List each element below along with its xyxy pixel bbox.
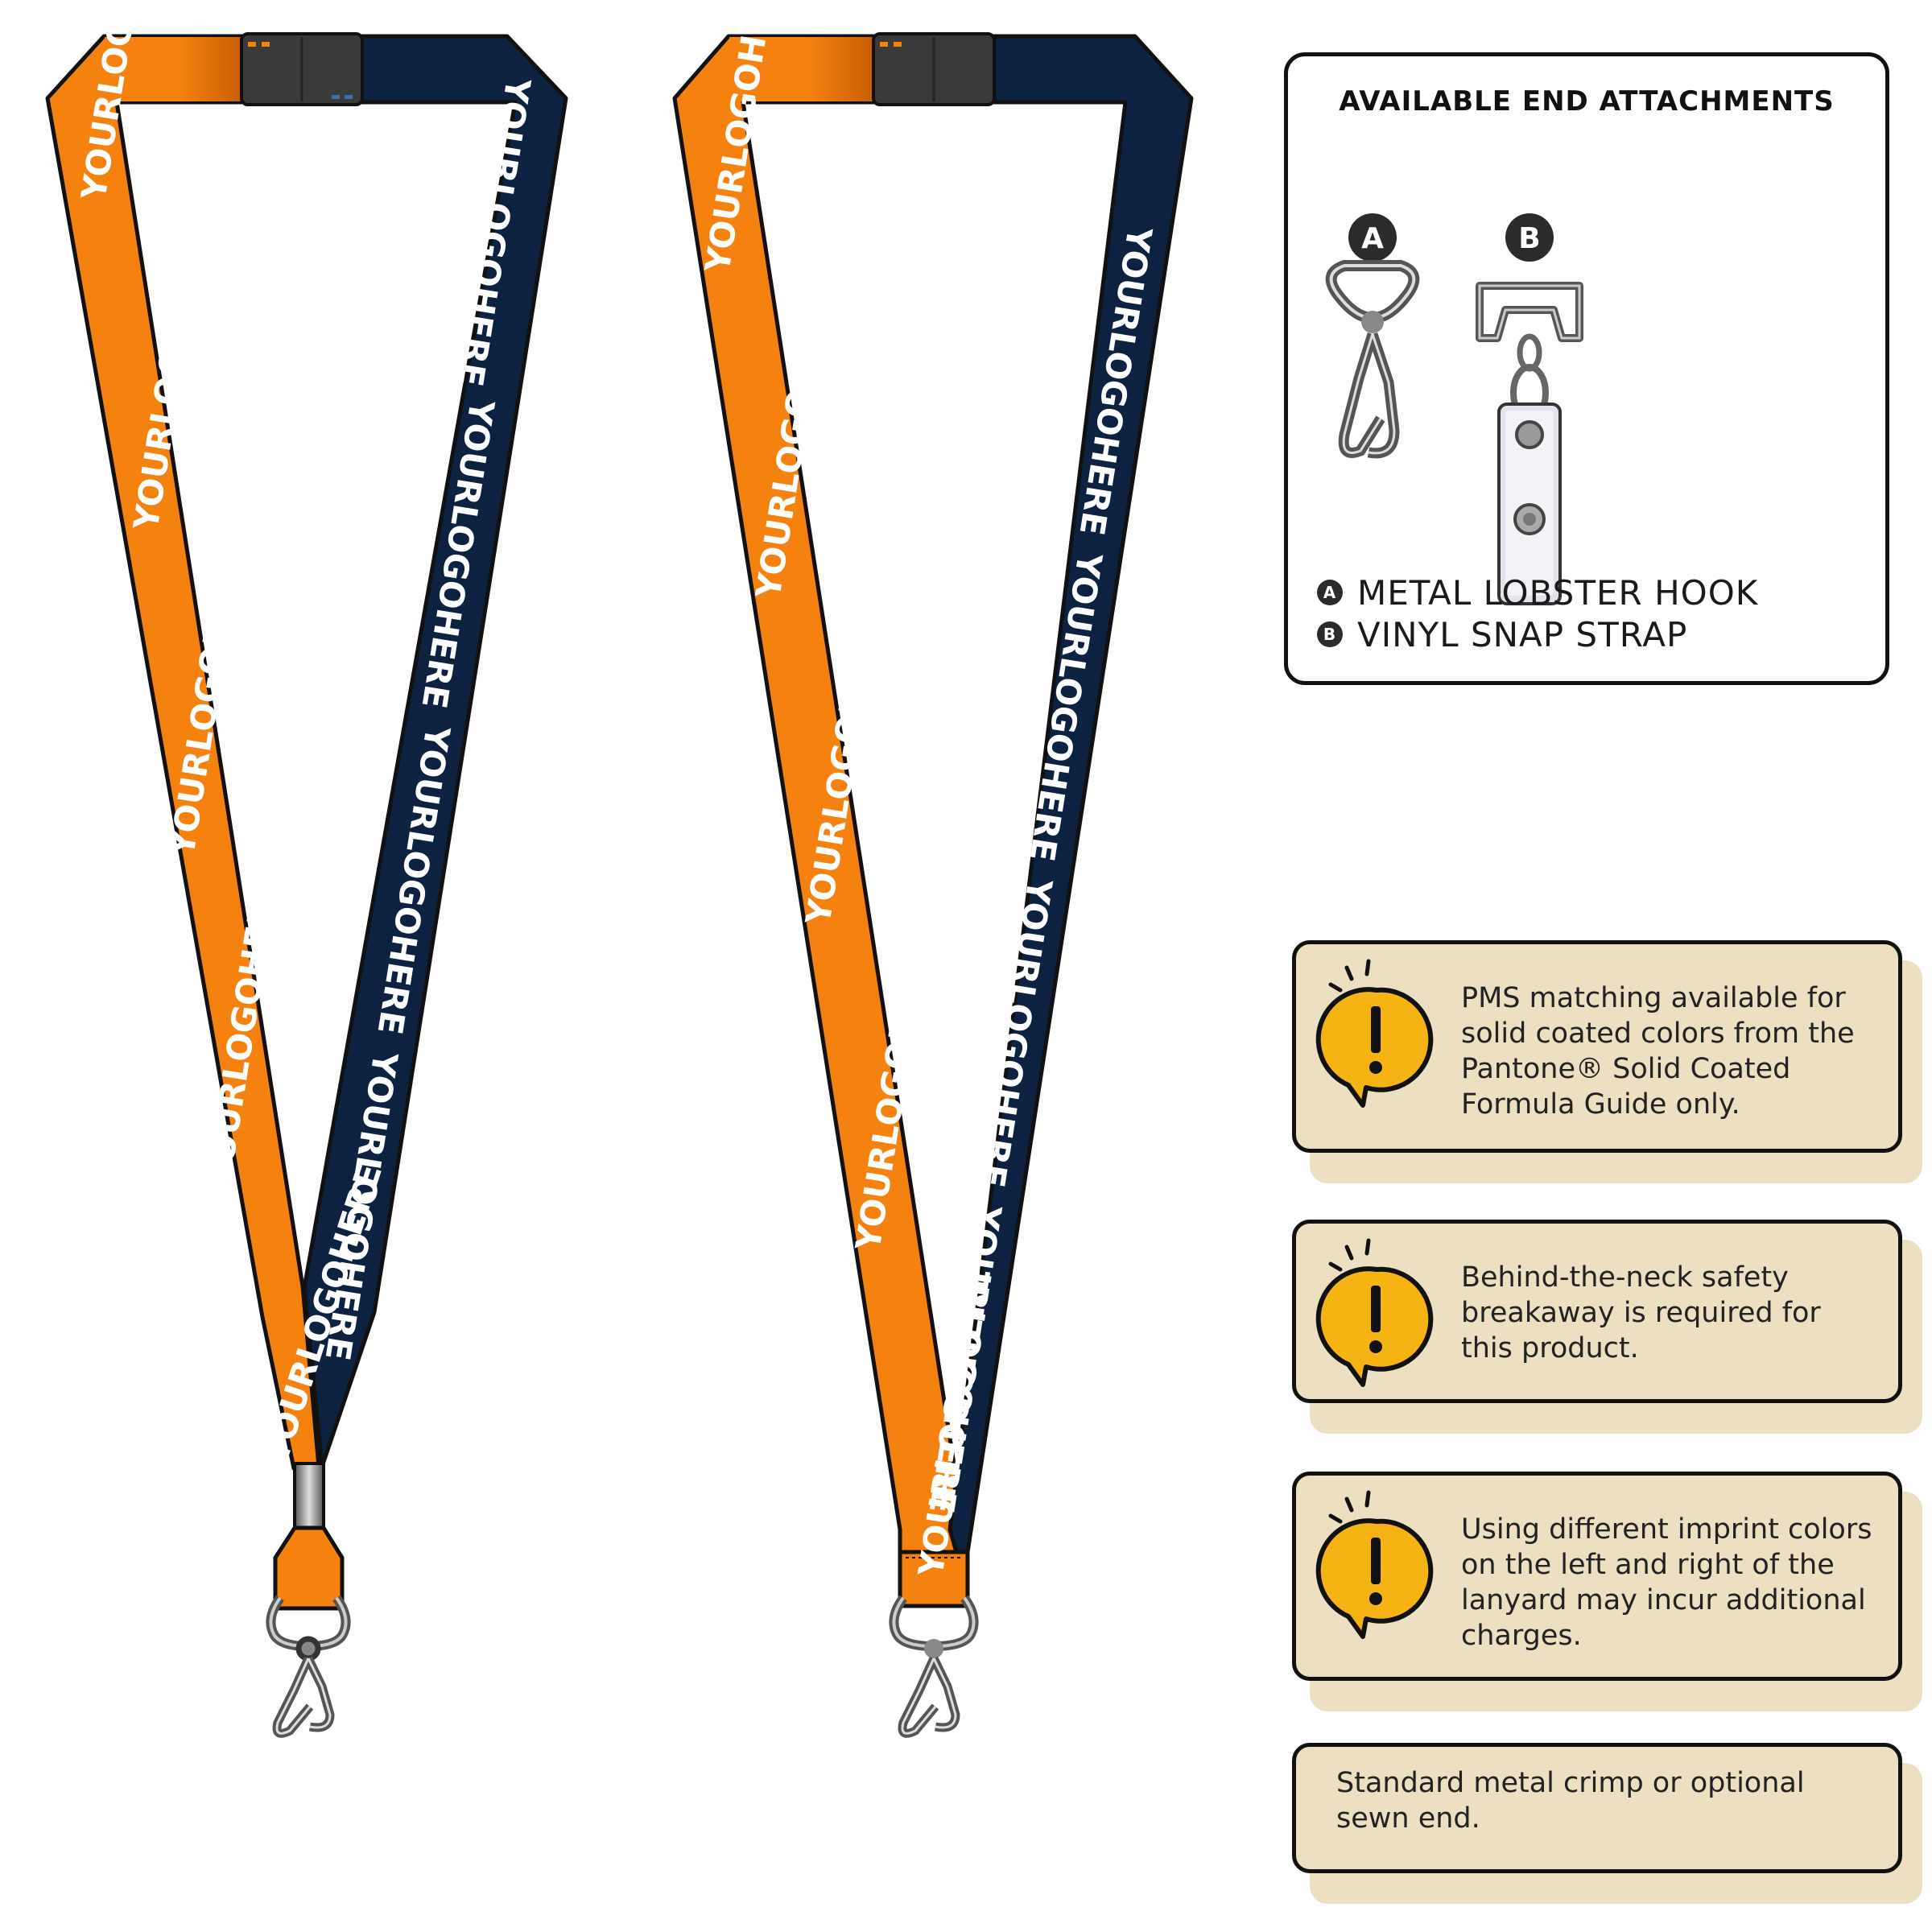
- note-pms: PMS matching available for solid coated …: [1292, 940, 1922, 1183]
- svg-text:B: B: [1518, 222, 1540, 255]
- note-text: Using different imprint colors on the le…: [1461, 1513, 1872, 1652]
- lanyard-sewn-end: YOURLOGOHERE YOURLOGOHERE YOURLOGOHERE Y…: [672, 0, 1194, 1738]
- vinyl-snap-strap-icon: [1476, 282, 1583, 605]
- alert-icon: [1315, 959, 1434, 1108]
- attachments-panel: AVAILABLE END ATTACHMENTS A B: [1284, 52, 1889, 685]
- lanyard-illustrations: YOURLOGOHERE YOURLOGOHERE YOURLOGOHERE Y…: [45, 0, 1194, 1738]
- legend-label: VINYL SNAP STRAP: [1357, 614, 1688, 654]
- lobster-hook-icon: [889, 1595, 979, 1738]
- attachments-legend: A METAL LOBSTER HOOK B VINYL SNAP STRAP: [1317, 572, 1758, 655]
- legend-label: METAL LOBSTER HOOK: [1357, 572, 1759, 613]
- lobster-hook-icon: [1325, 260, 1420, 459]
- badge-b: B: [1505, 213, 1554, 262]
- legend-item-b: B VINYL SNAP STRAP: [1317, 613, 1758, 655]
- note-text: Standard metal crimp or optional sewn en…: [1336, 1767, 1805, 1835]
- badge-a: A: [1348, 213, 1397, 262]
- note-breakaway: Behind-the-neck safety breakaway is requ…: [1292, 1220, 1922, 1434]
- attachment-illustrations: A B: [1325, 213, 1583, 605]
- breakaway-buckle: [240, 32, 364, 106]
- note-text: Behind-the-neck safety breakaway is requ…: [1461, 1261, 1821, 1364]
- lanyard-crimped-end: YOURLOGOHERE YOURLOGOHERE YOURLOGOHERE Y…: [45, 0, 568, 1738]
- alert-icon: [1315, 1490, 1434, 1639]
- note-text: PMS matching available for solid coated …: [1461, 982, 1855, 1121]
- lobster-hook-icon: [266, 1595, 351, 1738]
- breakaway-buckle: [872, 32, 996, 106]
- badge-b: B: [1317, 621, 1343, 647]
- svg-text:A: A: [1361, 222, 1384, 255]
- alert-icon: [1315, 1238, 1434, 1387]
- legend-item-a: A METAL LOBSTER HOOK: [1317, 572, 1758, 613]
- metal-crimp-end: [273, 1462, 345, 1611]
- note-imprint-colors: Using different imprint colors on the le…: [1292, 1472, 1922, 1711]
- badge-a: A: [1317, 580, 1343, 605]
- note-crimp-end: Standard metal crimp or optional sewn en…: [1292, 1743, 1922, 1904]
- panel-title: AVAILABLE END ATTACHMENTS: [1339, 85, 1835, 118]
